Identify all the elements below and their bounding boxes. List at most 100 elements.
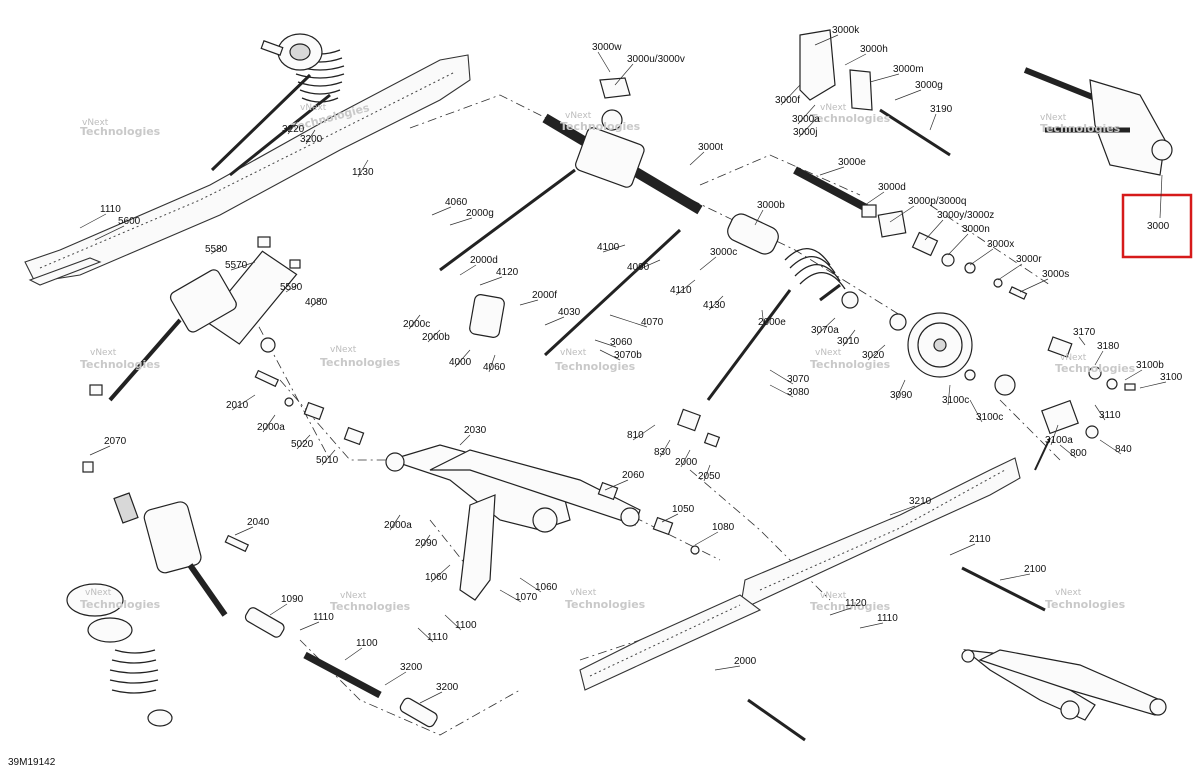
callout-4110: 4110 [670,279,696,296]
callout-800: 800 [1059,444,1087,459]
svg-text:Technologies: Technologies [80,598,161,611]
right-rail-assembly [579,457,1021,691]
svg-text:vNext: vNext [815,348,842,358]
highlighted-callout-label: 3000 [1147,221,1170,232]
callout-leader-line [924,219,944,241]
callout-3000x: 3000x [969,239,1014,266]
callout-3100b: 3100b [1124,360,1164,381]
callout-label: 2010 [226,400,249,411]
callout-label: 1080 [712,522,735,533]
callout-4030: 4030 [544,307,581,326]
callout-label: 2100 [1024,564,1047,575]
callout-label: 2000c [403,319,430,330]
callout-3090: 3090 [890,379,913,401]
callout-3060: 3060 [594,337,633,348]
callout-3000k: 3000k [814,25,860,46]
callout-leader-line [296,434,311,450]
callout-leader-line [444,614,462,631]
callout-label: 3000h [860,44,888,55]
callout-3100c: 3100c [969,399,1003,423]
callout-label: 5020 [291,439,314,450]
callout-3100c: 3100c [942,384,969,406]
callout-leader-line [969,399,983,423]
callout-label: 3000j [793,127,817,138]
callout-label: 3000g [915,80,943,91]
callout-leader-line [1078,336,1086,346]
callout-leader-line [479,276,503,286]
lower-right-a-arm [961,649,1167,721]
callout-2000: 2000 [675,449,698,468]
callout-5580: 5580 [205,244,228,255]
callout-leader-line [703,464,711,482]
pins-3000e-3000s [727,166,1028,300]
callout-leader-line [867,344,886,361]
callout-label: 3000e [838,157,866,168]
callout-4060: 4060 [483,354,506,373]
callout-leader-line [842,329,856,347]
callout-2000b: 2000b [422,329,450,343]
diagram-reference-number: 39M19142 [8,757,56,768]
callout-leader-line [997,263,1023,281]
callout-leader-line [454,349,471,368]
callout-leader-line [969,248,994,266]
center-shaft-assembly [439,77,703,357]
callout-3100a: 3100a [1045,424,1073,446]
callout-2000: 2000 [714,656,757,671]
callout-leader-line [869,73,900,83]
callout-5590: 5590 [280,282,303,293]
callout-leader-line [859,622,884,629]
callout-label: 3100c [976,412,1003,423]
callout-label: 3000s [1042,269,1069,280]
callout-leader-line [79,213,107,229]
callout-label: 1130 [352,167,374,178]
callout-label: 2030 [464,425,487,436]
svg-text:Technologies: Technologies [1055,362,1136,375]
callout-label: 4120 [496,267,519,278]
callout-leader-line [419,691,443,704]
callout-leader-line [357,159,369,178]
callout-label: 3000r [1016,254,1042,265]
svg-text:vNext: vNext [570,588,597,598]
callout-1080: 1080 [694,522,735,546]
callout-label: 1060 [535,582,558,593]
callout-4070: 4070 [609,314,664,328]
callout-label: 3000p/3000q [908,196,966,207]
callout-leader-line [459,264,477,276]
callout-leader-line [689,151,705,166]
callout-label: 2000f [532,290,557,301]
callout-label: 3000t [698,142,723,153]
svg-text:Technologies: Technologies [1040,122,1121,135]
svg-text:Technologies: Technologies [810,600,891,613]
callout-leader-line [594,339,617,348]
callout-leader-line [614,63,634,86]
callout-3180: 3180 [1094,341,1120,366]
callout-leader-line [597,51,611,73]
callout-2100: 2100 [999,564,1047,581]
callout-label: 5580 [205,244,228,255]
callout-leader-line [1099,439,1122,455]
callout-label: 3170 [1073,327,1096,338]
callout-label: 3000c [710,247,737,258]
callout-label: 4060 [483,362,506,373]
callout-label: 3200 [400,662,423,673]
svg-text:vNext: vNext [300,103,327,113]
callout-label: 3000n [962,224,990,235]
callout-1060: 1060 [425,564,451,583]
callout-leader-line [699,256,717,271]
svg-text:Technologies: Technologies [560,120,641,133]
callout-label: 4030 [558,307,581,318]
svg-text:Technologies: Technologies [320,356,401,369]
callout-label: 1110 [313,612,334,623]
callout-label: 1050 [672,504,695,515]
callout-3000f: 3000f [775,84,801,106]
callout-leader-line [210,244,226,255]
callout-3000e: 3000e [819,157,866,176]
callout-label: 5010 [316,455,339,466]
callout-label: 3000a [792,114,820,125]
callout-leader-line [769,384,794,398]
callout-label: 3100 [1160,372,1183,383]
callout-label: 2070 [104,436,127,447]
callout-3000m: 3000m [869,64,924,83]
callout-leader-line [305,129,316,145]
